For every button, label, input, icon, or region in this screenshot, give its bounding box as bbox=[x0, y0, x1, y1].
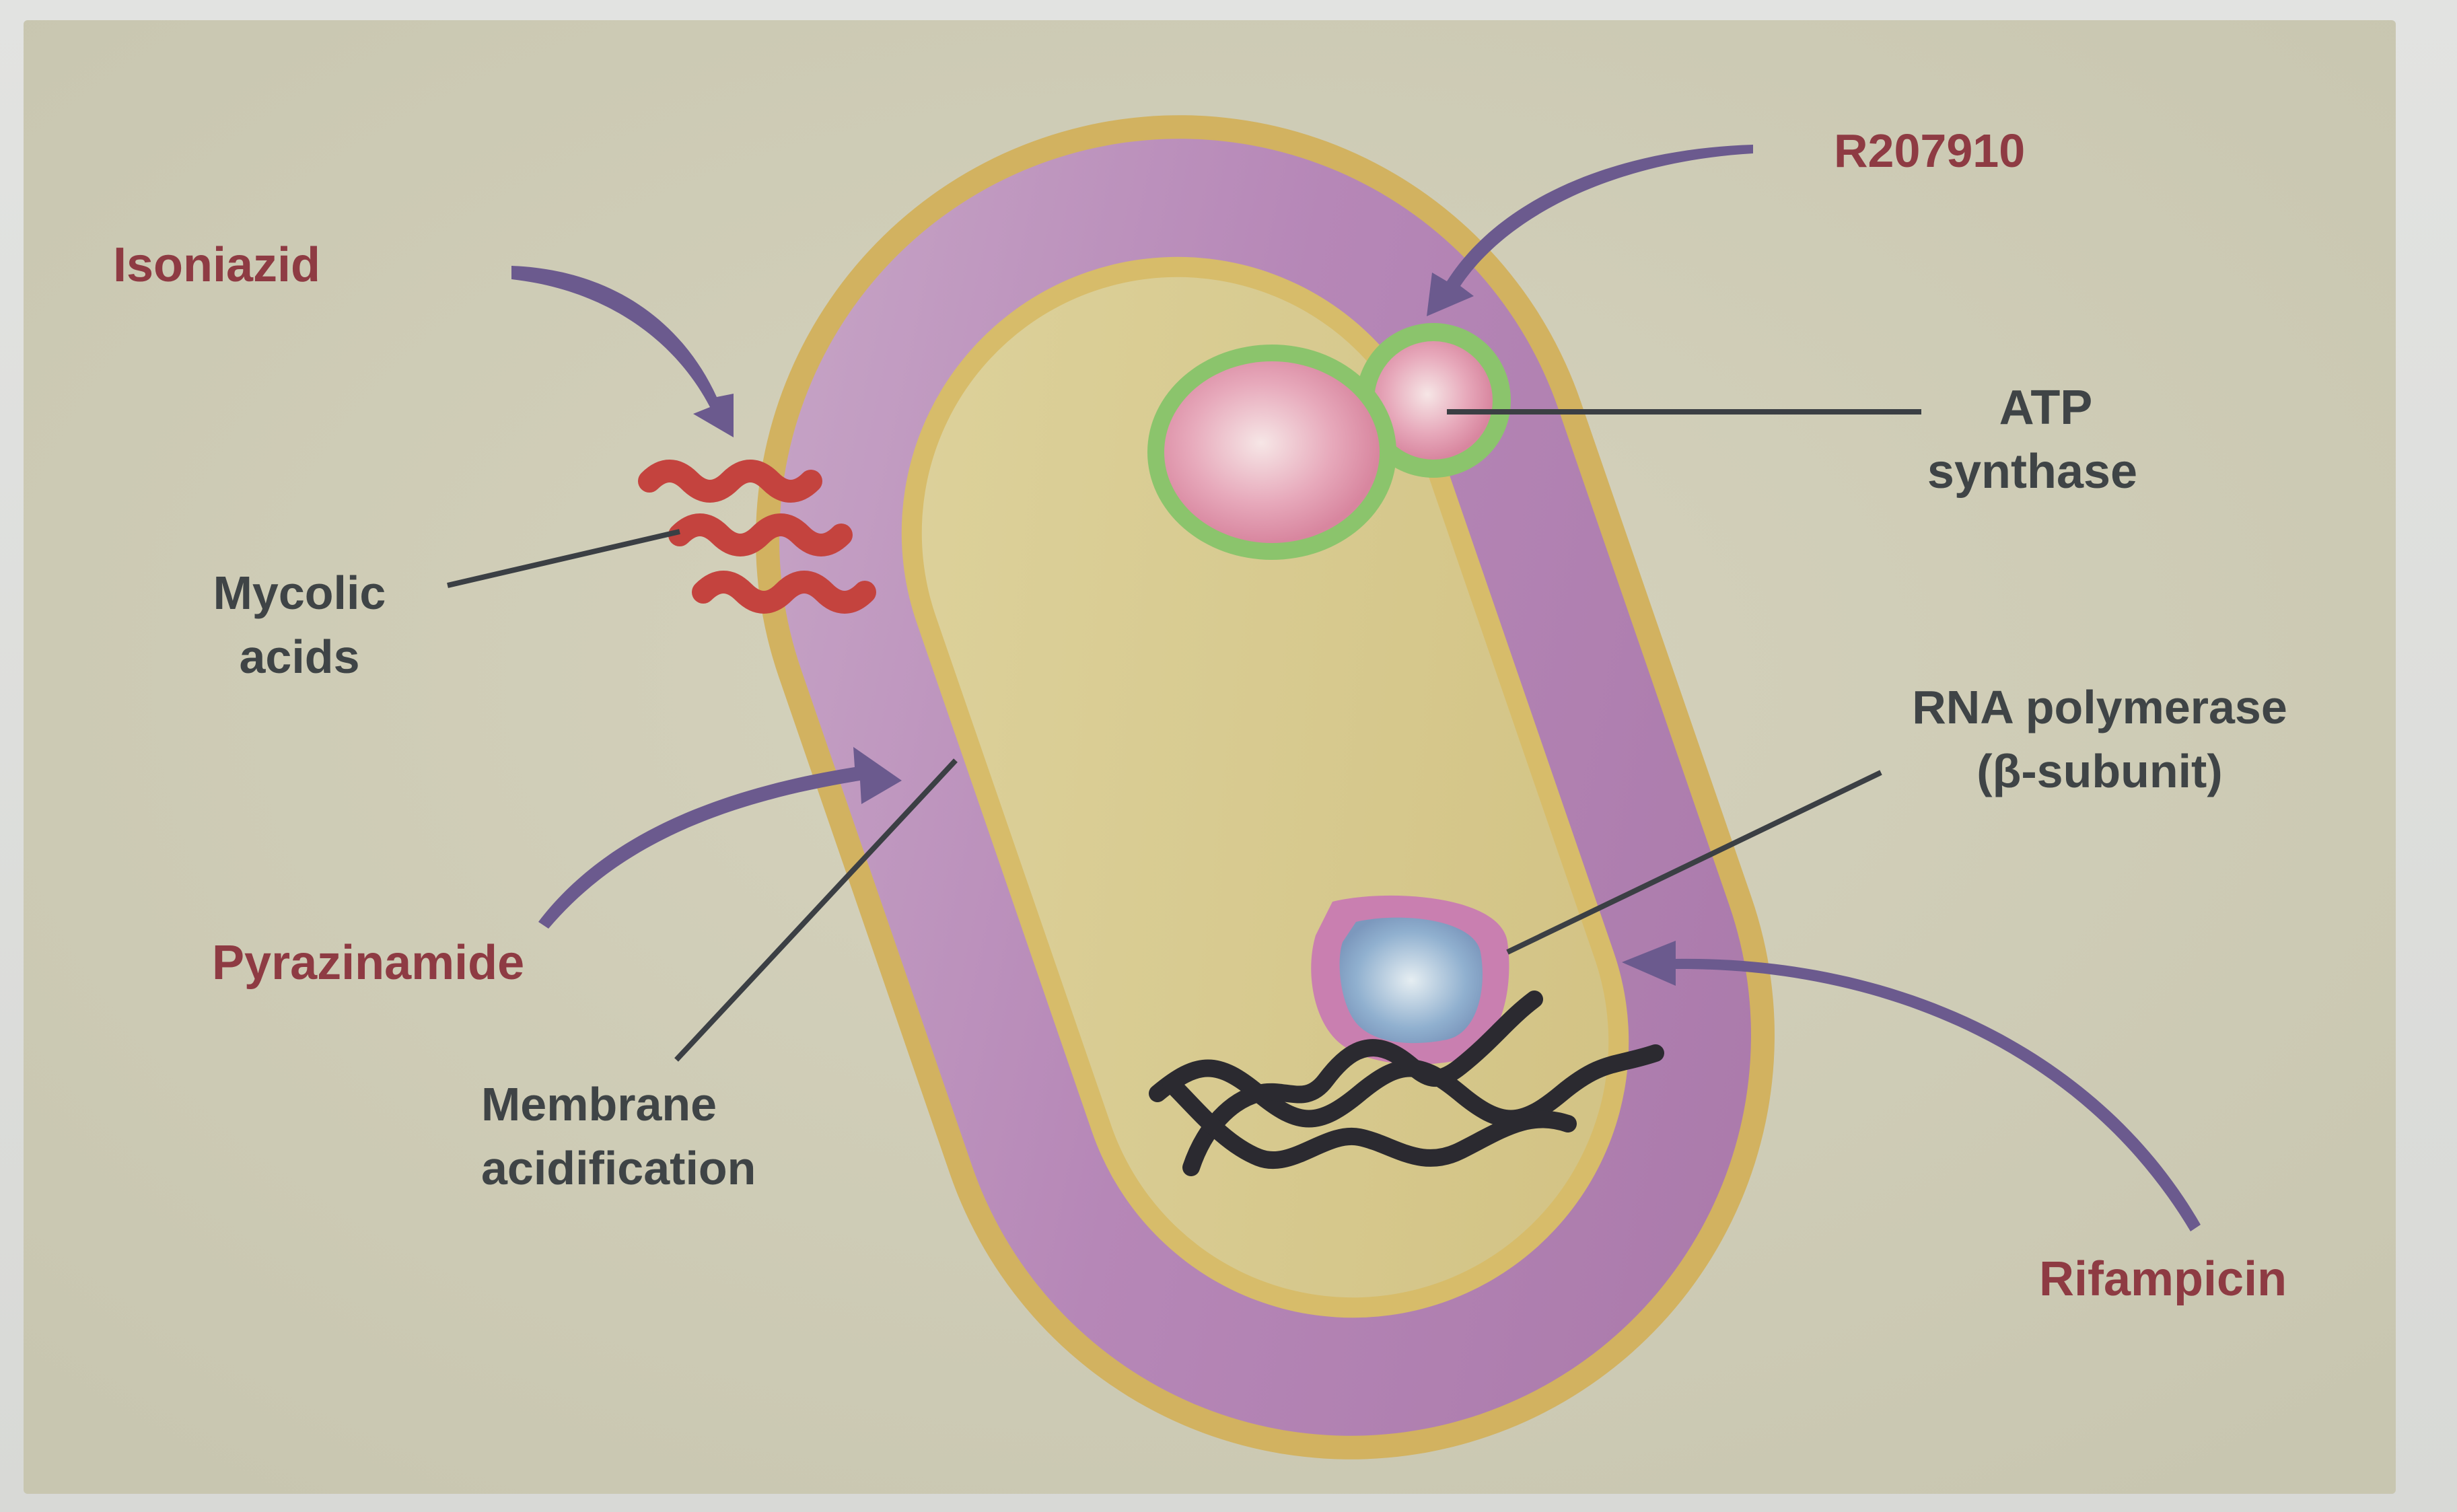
membrane-acidification-label-line1: Membrane bbox=[481, 1078, 717, 1130]
mycolic-acids-label-line2: acids bbox=[240, 631, 360, 683]
rna-polymerase-label-line1: RNA polymerase bbox=[1912, 681, 2287, 733]
rna-polymerase-label-line2: (β-subunit) bbox=[1977, 745, 2222, 797]
isoniazid-label: Isoniazid bbox=[113, 238, 320, 292]
rifampicin-label: Rifampicin bbox=[2039, 1252, 2287, 1306]
atp-synthase-label-line1: ATP bbox=[1999, 381, 2093, 435]
mycolic-acids-label-line1: Mycolic bbox=[213, 567, 386, 619]
r207910-label: R207910 bbox=[1834, 124, 2025, 177]
membrane-acidification-label-line2: acidification bbox=[481, 1142, 756, 1194]
pyrazinamide-label: Pyrazinamide bbox=[212, 936, 524, 990]
atp-synthase-label-line2: synthase bbox=[1927, 445, 2137, 499]
